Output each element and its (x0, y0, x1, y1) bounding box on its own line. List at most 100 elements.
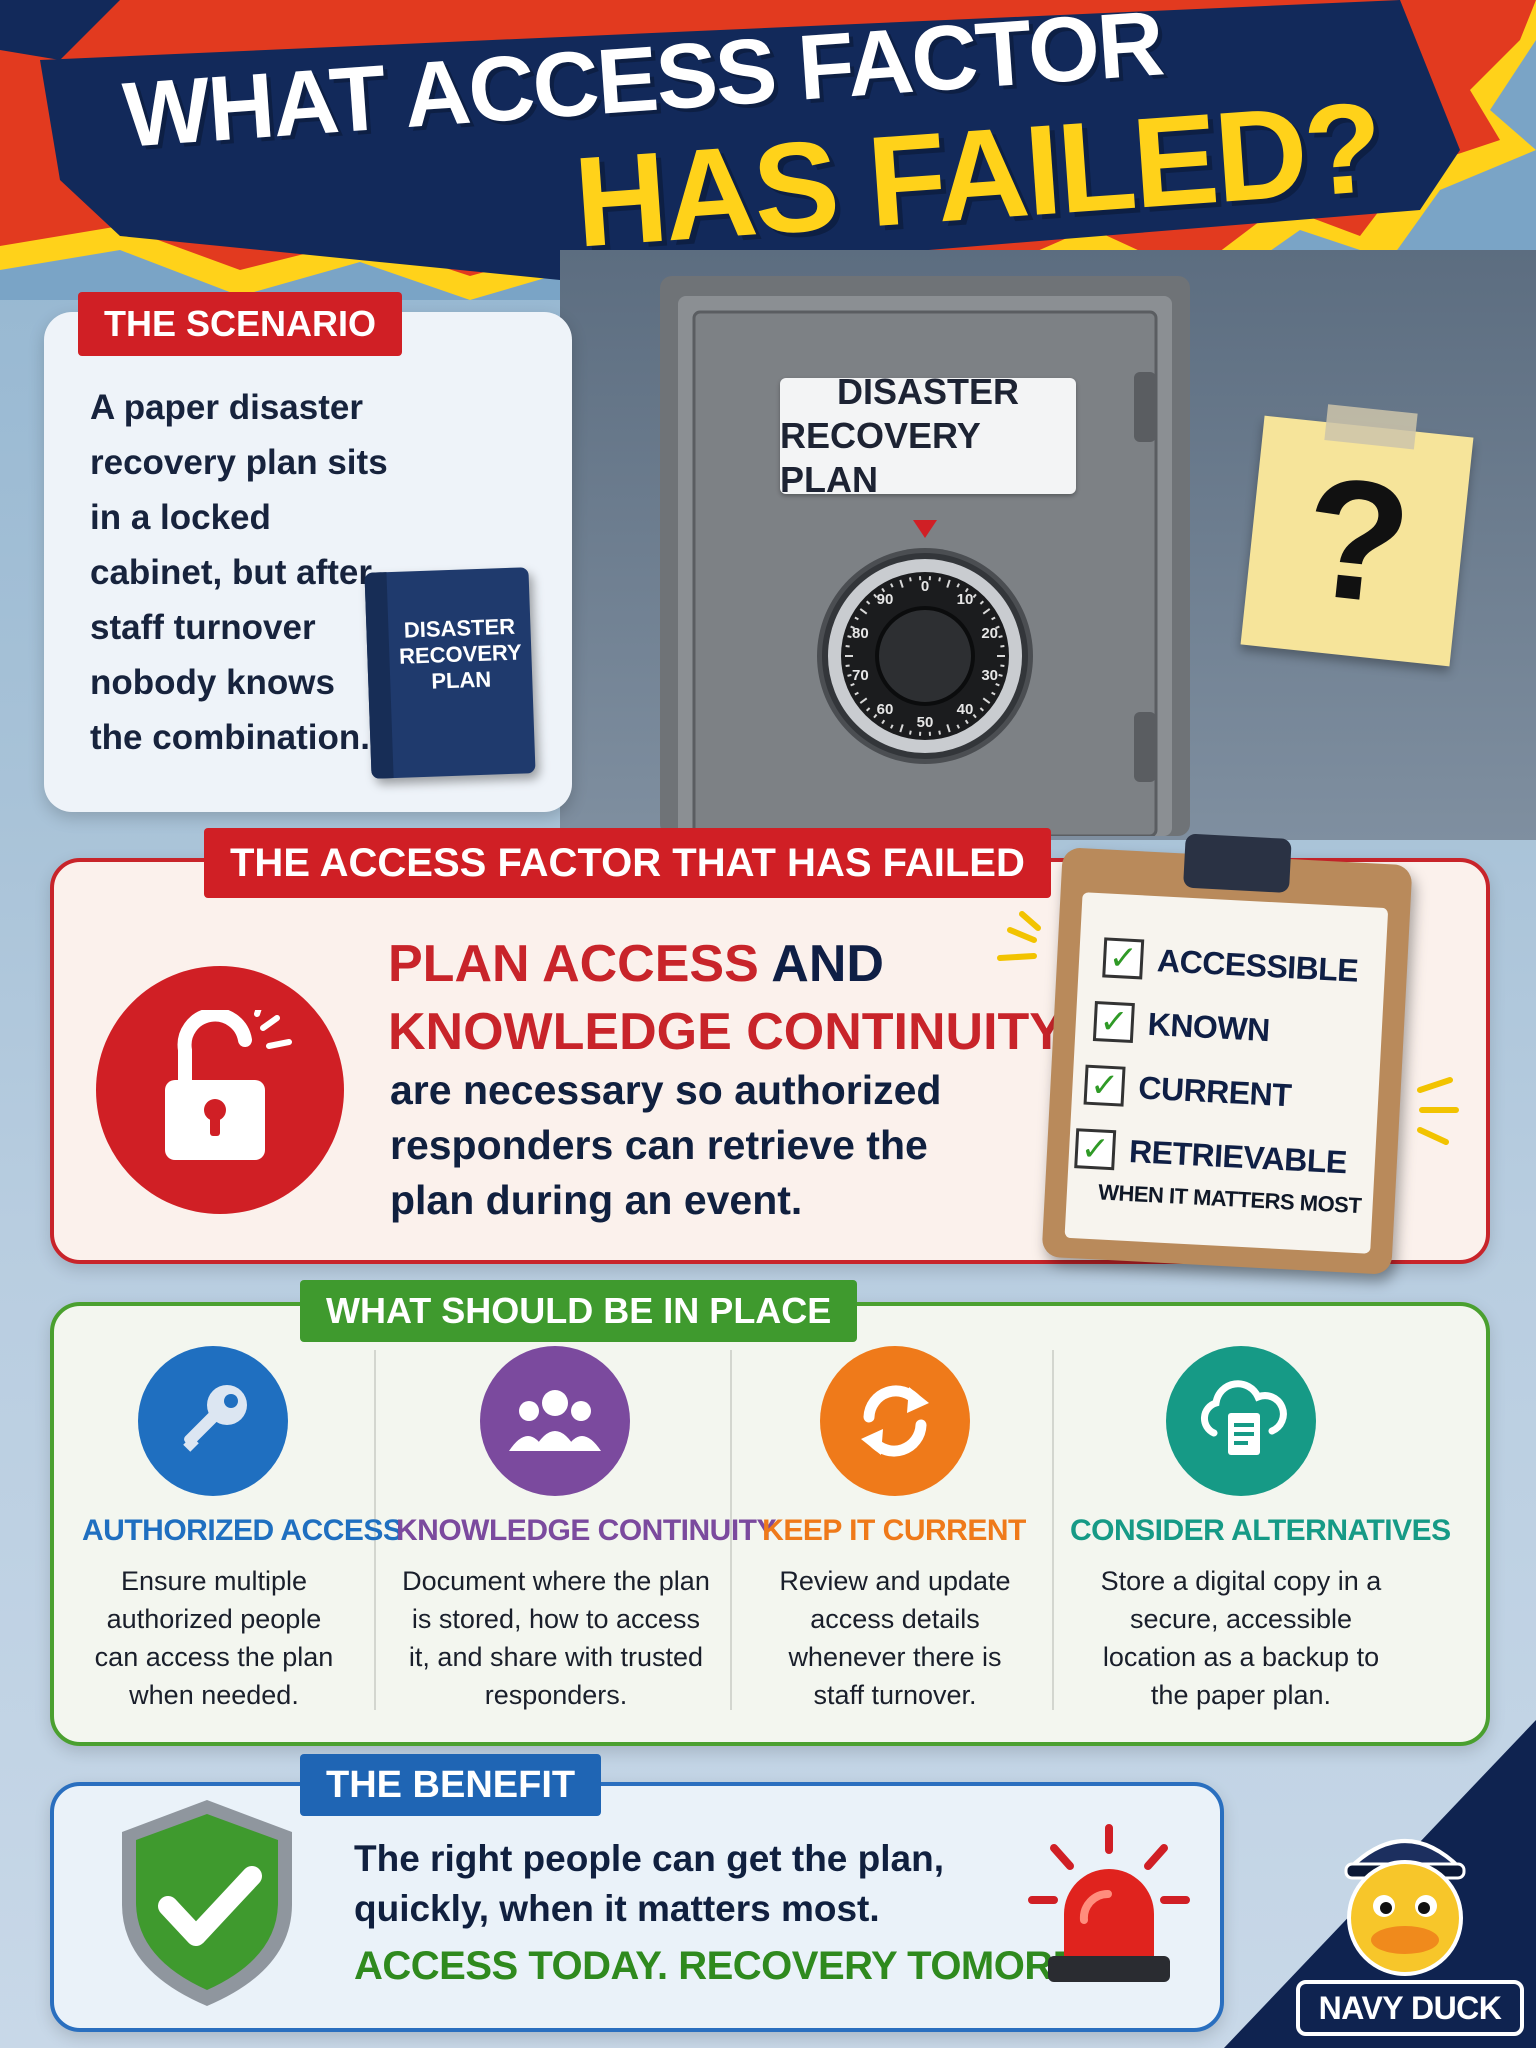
dial-tick (946, 579, 951, 588)
dial-tick (859, 608, 868, 615)
dial-number: 80 (851, 624, 869, 642)
failed-headline: PLAN ACCESS AND KNOWLEDGE CONTINUITY (388, 930, 1064, 1066)
emphasis-marks (997, 911, 1041, 961)
dial-tick (1000, 664, 1005, 668)
alarm-siren-icon (1028, 1824, 1190, 1982)
keep-current-badge (820, 1346, 970, 1496)
dial-tick (964, 587, 969, 593)
dial-tick (946, 724, 951, 733)
item-title: CONSIDER ALTERNATIVES (1070, 1514, 1451, 1547)
dial-tick (956, 724, 960, 729)
headline-plan-access: PLAN ACCESS (388, 935, 759, 993)
dial-tick (1000, 644, 1005, 648)
dial-tick (847, 673, 852, 677)
dial-tick (909, 730, 912, 735)
binder-label: DISASTER RECOVERY PLAN (394, 613, 527, 695)
scenario-text: A paper disaster recovery plan sits in a… (90, 388, 388, 757)
dial-tick (956, 583, 960, 588)
dial-tick (873, 713, 878, 719)
item-description: Ensure multiple authorized people can ac… (94, 1566, 334, 1710)
failed-tag: THE ACCESS FACTOR THAT HAS FAILED (204, 828, 1051, 898)
dial-tick (938, 730, 941, 735)
dial-tick (909, 577, 912, 582)
authorized-access-badge (138, 1346, 288, 1496)
emphasis-marks-right (1417, 1077, 1459, 1145)
dial-tick (850, 625, 855, 629)
checklist-label: CURRENT (1137, 1068, 1293, 1113)
dial-tick (899, 724, 904, 733)
dial-tick (845, 644, 850, 648)
key-icon (183, 1385, 247, 1452)
item-description: Store a digital copy in a secure, access… (1100, 1566, 1382, 1710)
dial-tick (850, 683, 855, 687)
dial-tick (938, 577, 941, 582)
dial-tick (995, 683, 1000, 687)
dial-tick (873, 593, 878, 599)
header-banner (0, 0, 1536, 300)
safe-label-line1: DISASTER (836, 371, 1020, 412)
item-title: AUTHORIZED ACCESS (82, 1514, 403, 1547)
dial-number: 40 (956, 701, 974, 718)
dial-tick (865, 600, 871, 605)
scenario-tag: THE SCENARIO (78, 292, 403, 356)
item-description: Document where the plan is stored, how t… (402, 1566, 710, 1710)
benefit-tag: THE BENEFIT (300, 1754, 602, 1816)
failed-body: are necessary so authorized responders c… (390, 1067, 942, 1223)
safe-label: DISASTER RECOVERY PLAN (780, 371, 1076, 500)
dial-tick (991, 616, 996, 621)
open-lock-badge (96, 966, 344, 1214)
dial-tick (982, 697, 991, 704)
checklist-label: KNOWN (1146, 1005, 1271, 1048)
shield-check-icon (122, 1800, 292, 2006)
safe-label-line2: RECOVERY PLAN (780, 415, 981, 500)
cloud-document-icon (1201, 1380, 1287, 1455)
dial-number: 10 (956, 590, 974, 608)
benefit-tagline: ACCESS TODAY. RECOVERY TOMORROW. (354, 1944, 1158, 1988)
dial-tick (847, 635, 852, 639)
dial-tick (991, 691, 996, 696)
dial-tick (979, 600, 985, 605)
clipboard-clip (1183, 833, 1292, 894)
navy-duck-logo-text: NAVY DUCK (1296, 1980, 1524, 2036)
item-description: Review and update access details wheneve… (779, 1566, 1011, 1710)
question-mark-icon: ? (1295, 441, 1419, 641)
checklist-label: RETRIEVABLE (1128, 1132, 1348, 1180)
headline-and: AND (758, 935, 884, 993)
dial-tick (972, 713, 977, 719)
dial-tick (972, 593, 977, 599)
check-icon: ✓ (1074, 1128, 1117, 1171)
dial-tick (854, 691, 859, 696)
check-icon: ✓ (1092, 1001, 1135, 1044)
in-place-tag: WHAT SHOULD BE IN PLACE (300, 1280, 858, 1342)
headline-knowledge-continuity: KNOWLEDGE CONTINUITY (388, 1003, 1064, 1061)
checklist: ✓ACCESSIBLE✓KNOWN✓CURRENT✓RETRIEVABLE (1074, 925, 1385, 1195)
dial-tick (890, 583, 894, 588)
item-title: KNOWLEDGE CONTINUITY (396, 1514, 777, 1547)
dial-number: 20 (981, 624, 998, 642)
dial-tick (854, 616, 859, 621)
checklist-label: ACCESSIBLE (1156, 941, 1360, 989)
column-divider (1052, 1350, 1054, 1710)
navy-duck-mascot (1344, 1839, 1466, 1976)
dial-tick (881, 719, 886, 725)
dial-tick (859, 697, 868, 704)
dial-tick (998, 635, 1003, 639)
item-title: KEEP IT CURRENT (762, 1514, 1026, 1547)
dial-number: 90 (876, 590, 894, 608)
people-icon (509, 1390, 601, 1451)
dial-tick (865, 707, 871, 712)
dial-tick (995, 625, 1000, 629)
check-icon: ✓ (1083, 1064, 1126, 1107)
consider-alternatives-badge (1166, 1346, 1316, 1496)
dial-number: 50 (916, 714, 934, 731)
column-divider (374, 1350, 376, 1710)
dial-tick (964, 719, 969, 725)
binder-label-line2: RECOVERY (398, 639, 523, 669)
question-sticky-note: ? (1240, 404, 1474, 667)
dial-number: 70 (851, 667, 869, 684)
column-divider (730, 1350, 732, 1710)
benefit-text: The right people can get the plan, quick… (354, 1838, 944, 1929)
dial-tick (890, 724, 894, 729)
dial-tick (899, 579, 904, 588)
dial-number: 30 (981, 667, 998, 684)
